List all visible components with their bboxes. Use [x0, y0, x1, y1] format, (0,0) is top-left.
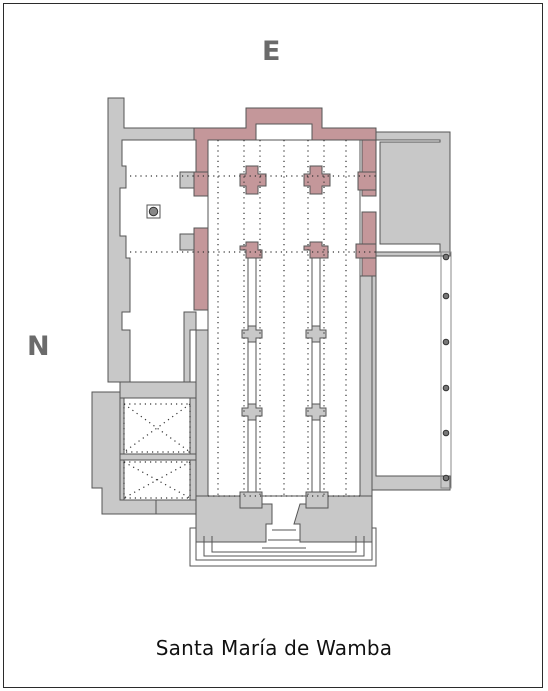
compass-north-label: N	[27, 331, 50, 362]
south-portico-columns	[440, 251, 452, 489]
compass-east-label: E	[262, 36, 281, 67]
original-walls	[193, 107, 377, 311]
west-porch	[189, 527, 377, 567]
arcade-lines	[247, 258, 321, 492]
column-icon	[146, 204, 161, 219]
diagram-caption: Santa María de Wamba	[155, 636, 393, 660]
diagram-frame	[3, 3, 543, 688]
vault-lines	[123, 140, 376, 499]
